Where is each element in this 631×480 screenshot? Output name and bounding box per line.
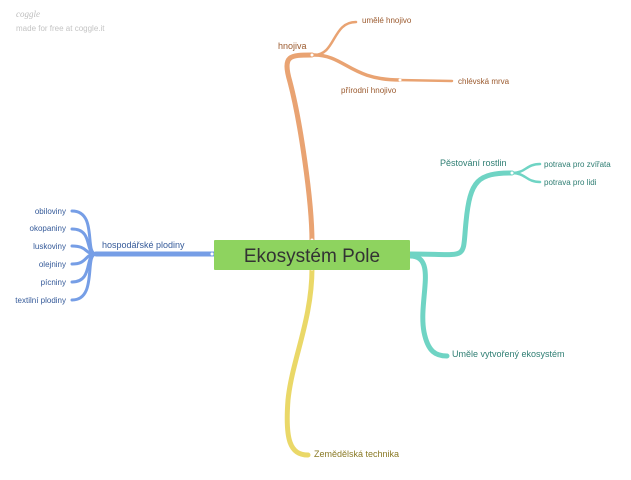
node-prirodni-hnojivo[interactable]: přírodní hnojivo: [341, 86, 397, 95]
node-luskoviny[interactable]: luskoviny: [33, 242, 66, 251]
edge-hnojiva-umele: [312, 20, 358, 57]
connector-dot: [310, 53, 314, 57]
node-umele-vytvoreny-ekosystem[interactable]: Uměle vytvořený ekosystém: [452, 349, 565, 359]
edge-hnojiva-prirodni: [312, 53, 402, 82]
coggle-logo: coggle: [16, 9, 40, 19]
branch-technika[interactable]: Zemědělská technika: [284, 265, 399, 460]
edge-center-technika: [284, 265, 315, 458]
node-zemedelska-technika[interactable]: Zemědělská technika: [314, 449, 399, 459]
node-okopaniny[interactable]: okopaniny: [30, 224, 66, 233]
node-potrava-pro-zvirata[interactable]: potrava pro zvířata: [544, 160, 611, 169]
node-textilni-plodiny[interactable]: textilní plodiny: [15, 296, 66, 305]
branch-hnojiva[interactable]: hnojiva umělé hnojivo přírodní hnojivo c…: [278, 16, 510, 245]
node-hnojiva[interactable]: hnojiva: [278, 41, 307, 51]
edge-center-umele-ekosystem: [407, 253, 450, 359]
edge-pestovani-zvirata: [510, 162, 542, 175]
center-node-box[interactable]: [214, 240, 410, 270]
node-picniny[interactable]: pícniny: [41, 278, 66, 287]
connector-dot: [398, 78, 402, 82]
edge-center-pestovani: [407, 170, 515, 258]
node-potrava-pro-lidi[interactable]: potrava pro lidi: [544, 178, 597, 187]
node-hospodarske-plodiny[interactable]: hospodářské plodiny: [102, 240, 185, 250]
edge-pestovani-lidi: [510, 171, 542, 184]
node-chlevska-mrva[interactable]: chlévská mrva: [458, 77, 510, 86]
center-node-label[interactable]: Ekosystém Pole: [244, 246, 380, 267]
brand-tagline: made for free at coggle.it: [16, 24, 105, 33]
branch-pestovani[interactable]: Pěstování rostlin potrava pro zvířata po…: [407, 158, 611, 258]
node-obiloviny[interactable]: obiloviny: [35, 207, 66, 216]
connector-dot: [510, 171, 514, 175]
edge-prirodni-chlevska: [396, 78, 454, 83]
node-pestovani-rostlin[interactable]: Pěstování rostlin: [440, 158, 507, 168]
branch-plodiny[interactable]: hospodářské plodiny obiloviny okopaniny …: [15, 207, 217, 305]
node-umele-hnojivo[interactable]: umělé hnojivo: [362, 16, 412, 25]
edge-center-hnojiva: [284, 52, 315, 245]
edge-plodiny-textilni: [70, 252, 98, 302]
node-olejniny[interactable]: olejniny: [39, 260, 66, 269]
connector-dot: [210, 252, 214, 256]
center-node[interactable]: Ekosystém Pole: [214, 240, 410, 270]
branch-umele-ekosystem[interactable]: Uměle vytvořený ekosystém: [407, 253, 565, 359]
